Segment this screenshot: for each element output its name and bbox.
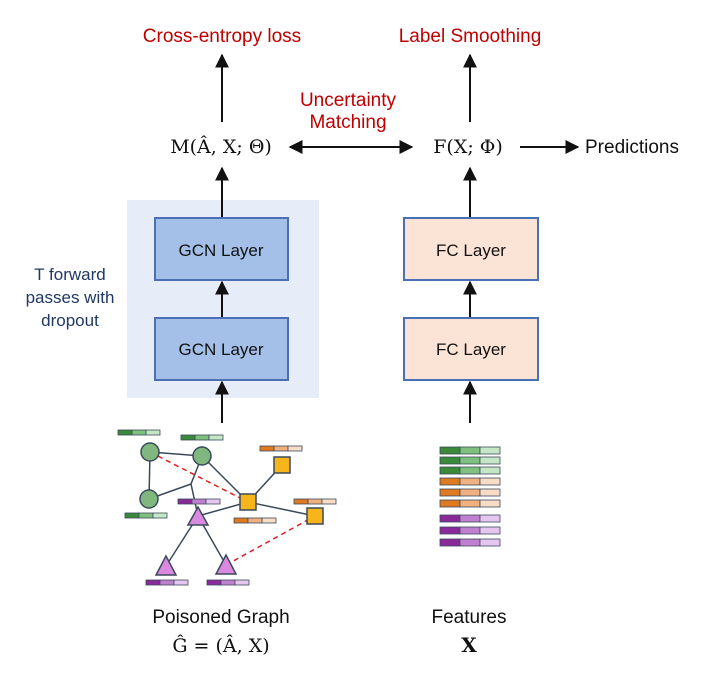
- gcn-layer-bottom: [154, 317, 289, 381]
- poisoned-graph-title: Poisoned Graph: [152, 607, 289, 628]
- uncertainty-matching-line-2: Matching: [309, 112, 386, 133]
- gcn-layer-top: [154, 217, 289, 281]
- features-formula: X: [461, 633, 477, 657]
- cross-entropy-loss-label: Cross-entropy loss: [143, 26, 301, 47]
- predictions-label: Predictions: [585, 137, 679, 158]
- mlp-model-formula: F(X; Φ): [433, 136, 503, 158]
- fc-layer-bottom-label: FC Layer: [436, 340, 506, 359]
- fc-layer-top: [403, 217, 539, 281]
- dropout-note-line-1: T forward: [34, 265, 106, 284]
- label-smoothing-label: Label Smoothing: [399, 26, 542, 47]
- poisoned-graph: [117, 429, 337, 586]
- dropout-note-line-2: passes with: [26, 288, 115, 307]
- feature-matrix: [439, 446, 501, 547]
- features-title: Features: [432, 607, 507, 628]
- uncertainty-matching-line-1: Uncertainty: [300, 90, 397, 111]
- gcn-layer-top-label: GCN Layer: [178, 241, 263, 260]
- gcn-layer-bottom-label: GCN Layer: [178, 340, 263, 359]
- dropout-note-line-3: dropout: [41, 311, 99, 330]
- poisoned-graph-formula: Ĝ = (Â, X): [172, 634, 269, 657]
- gcn-model-formula: M(Â, X; Θ): [170, 135, 272, 158]
- fc-layer-top-label: FC Layer: [436, 241, 506, 260]
- fc-layer-bottom: [403, 317, 539, 381]
